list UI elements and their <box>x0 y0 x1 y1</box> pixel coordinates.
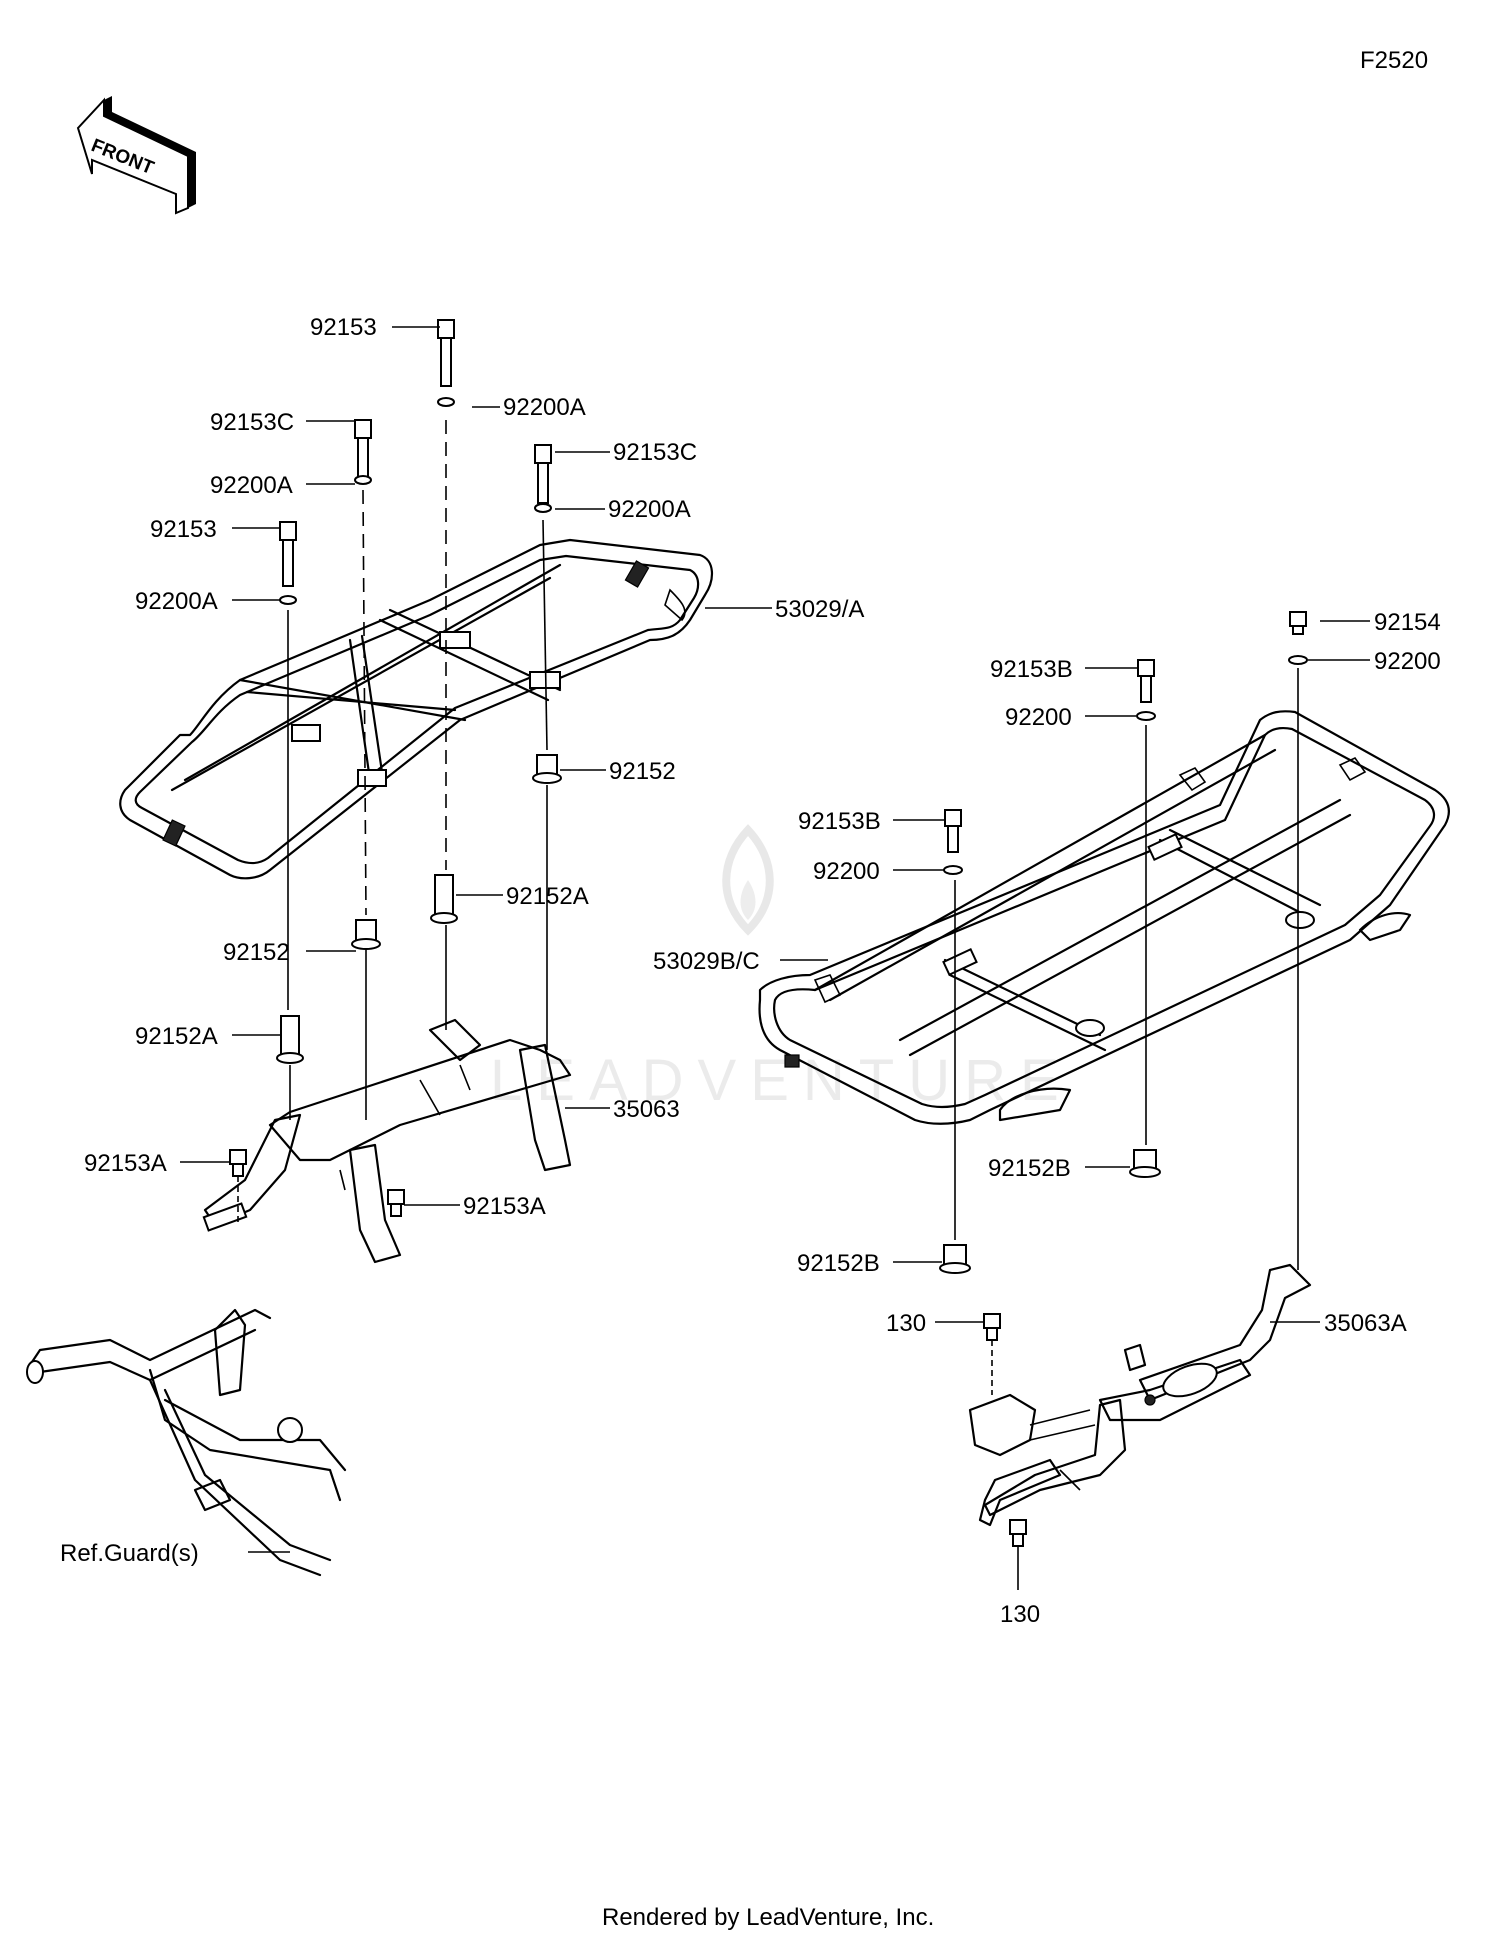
callout-92152A-mid: 92152A <box>506 883 589 910</box>
callout-92153A-right: 92153A <box>463 1193 546 1220</box>
collar-icon <box>351 919 381 950</box>
washer-icon <box>943 865 963 875</box>
washer-icon <box>534 503 552 513</box>
collar-icon <box>430 874 458 924</box>
callout-92153-left: 92153 <box>150 516 217 543</box>
washer-icon <box>279 595 297 605</box>
callout-92200-r3: 92200 <box>813 858 880 885</box>
callout-53029A: 53029/A <box>775 596 864 623</box>
callout-35063A: 35063A <box>1324 1310 1407 1337</box>
bolt-icon <box>1289 611 1307 635</box>
callout-92200A-1: 92200A <box>503 394 586 421</box>
bolt-icon <box>944 809 962 853</box>
washer-icon <box>354 475 372 485</box>
watermark-text: LEADVENTURE <box>490 1048 1073 1113</box>
callout-53029BC: 53029B/C <box>653 948 760 975</box>
collar-icon <box>1129 1149 1161 1178</box>
callout-ref-guard: Ref.Guard(s) <box>60 1540 199 1567</box>
washer-icon <box>1288 655 1308 665</box>
bolt-icon <box>387 1189 405 1217</box>
callout-92152A-left: 92152A <box>135 1023 218 1050</box>
callout-92153C-right: 92153C <box>613 439 697 466</box>
bolt-icon <box>354 419 372 481</box>
callout-92153B-mid: 92153B <box>798 808 881 835</box>
washer-icon <box>1136 711 1156 721</box>
right-bracket <box>968 1263 1312 1527</box>
callout-130-top: 130 <box>886 1310 926 1337</box>
footer-credit: Rendered by LeadVenture, Inc. <box>602 1904 934 1931</box>
callout-92200A-3: 92200A <box>608 496 691 523</box>
callout-92200-r1: 92200 <box>1374 648 1441 675</box>
figure-code: F2520 <box>1360 47 1428 74</box>
collar-icon <box>939 1244 971 1274</box>
bolt-icon <box>534 444 552 504</box>
bolt-icon <box>437 319 455 387</box>
callout-130-bottom: 130 <box>1000 1601 1040 1628</box>
bolt-icon <box>983 1313 1001 1341</box>
callout-92152-left: 92152 <box>223 939 290 966</box>
callout-92200A-2: 92200A <box>210 472 293 499</box>
bolt-icon <box>279 521 297 587</box>
rear-carrier-rack <box>119 538 713 880</box>
callout-92153-top: 92153 <box>310 314 377 341</box>
callout-92200A-4: 92200A <box>135 588 218 615</box>
callout-92200-r2: 92200 <box>1005 704 1072 731</box>
callout-leaders <box>180 326 1370 1553</box>
collar-icon <box>276 1015 304 1064</box>
collar-icon <box>532 754 562 784</box>
bolt-icon <box>229 1149 247 1177</box>
front-carrier-rack <box>758 710 1450 1125</box>
callout-92154: 92154 <box>1374 609 1441 636</box>
watermark: LEADVENTURE <box>490 824 1073 1113</box>
callout-92152-right: 92152 <box>609 758 676 785</box>
bolt-icon <box>1137 659 1155 703</box>
left-bracket <box>202 1018 572 1264</box>
guard-reference <box>26 1308 347 1577</box>
callout-92153C-left: 92153C <box>210 409 294 436</box>
callout-92152B-right: 92152B <box>988 1155 1071 1182</box>
bolt-icon <box>1009 1519 1027 1547</box>
front-arrow-icon: FRONT <box>76 96 196 215</box>
callout-35063: 35063 <box>613 1096 680 1123</box>
callout-92152B-left: 92152B <box>797 1250 880 1277</box>
callout-92153B-top: 92153B <box>990 656 1073 683</box>
washer-icon <box>437 397 455 407</box>
callout-92153A-left: 92153A <box>84 1150 167 1177</box>
